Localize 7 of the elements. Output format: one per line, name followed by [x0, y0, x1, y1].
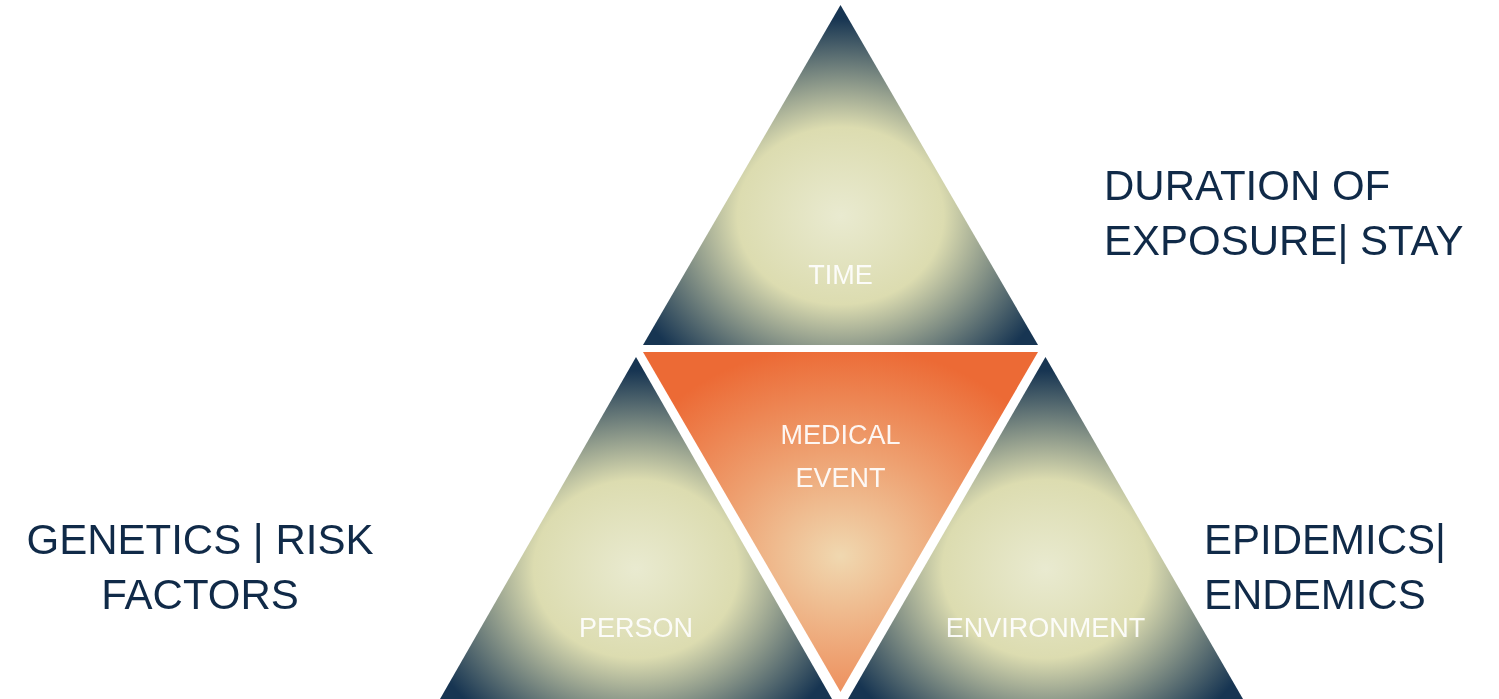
side-label: GENETICS | RISK FACTORS [25, 515, 375, 620]
segment-label: ENVIRONMENT [945, 612, 1146, 646]
segment-label: MEDICAL EVENT [779, 418, 902, 495]
side-label: DURATION OF EXPOSURE| STAY [1104, 161, 1465, 266]
segment-label: TIME [808, 258, 873, 292]
side-label: EPIDEMICS| ENDEMICS [1204, 515, 1447, 620]
segment-label: PERSON [579, 612, 693, 646]
